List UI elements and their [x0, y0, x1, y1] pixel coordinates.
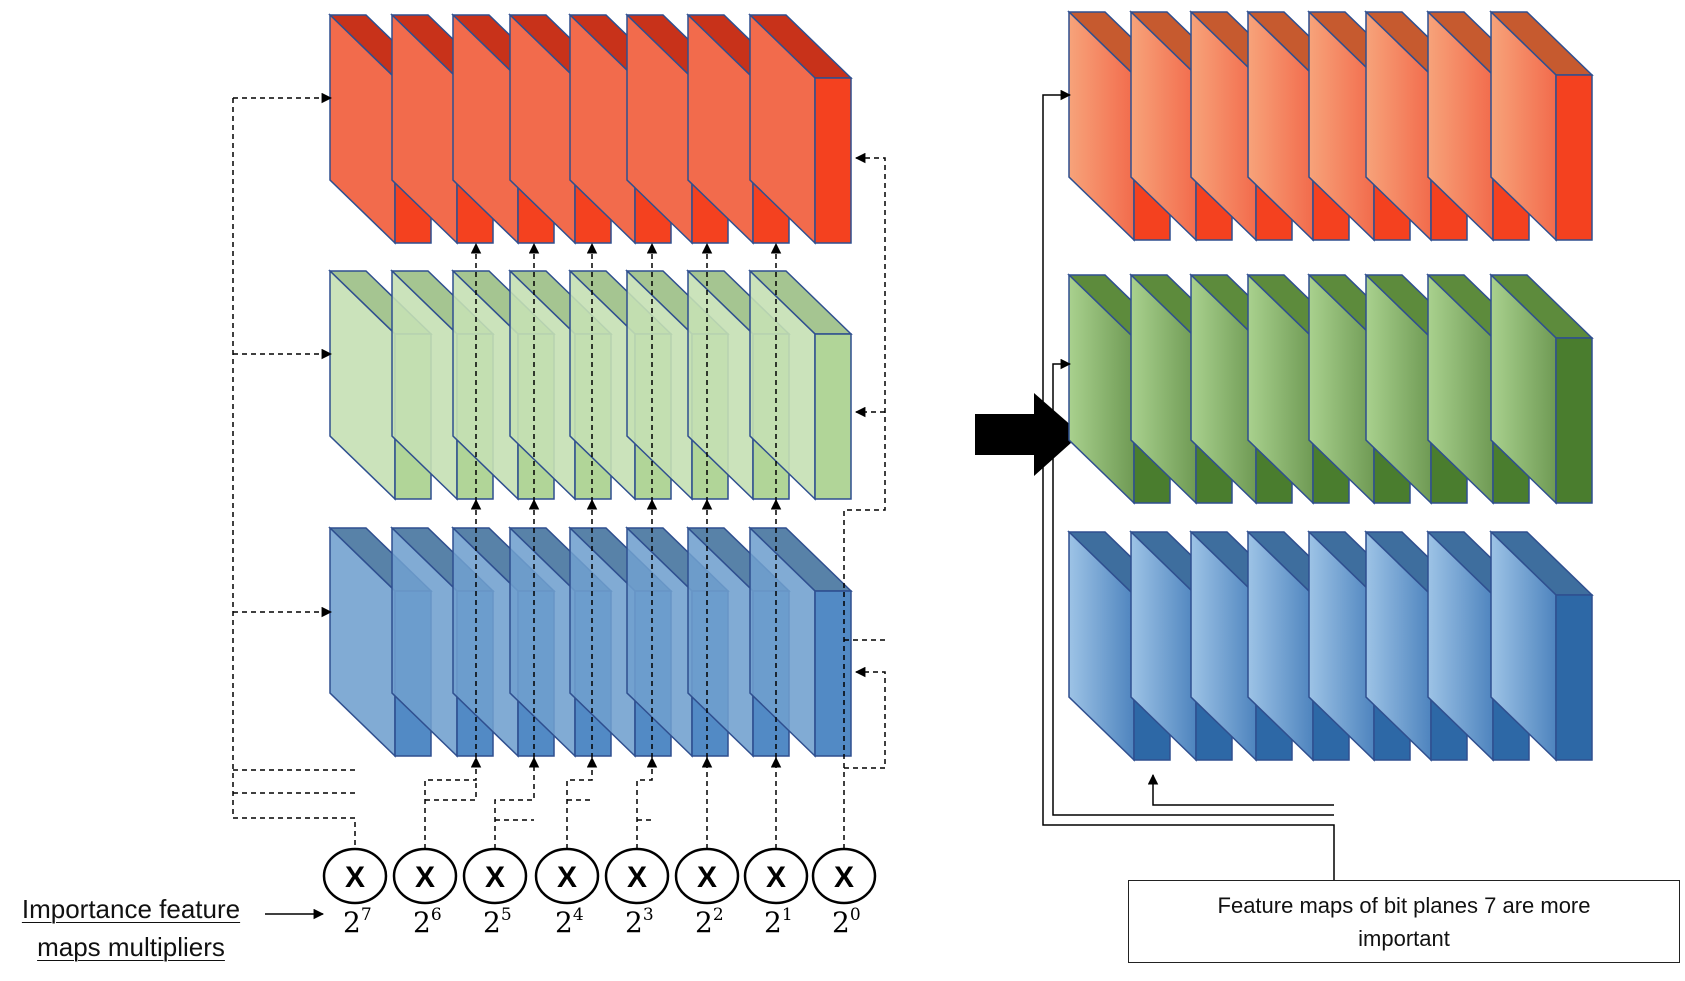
- multiplier-circle: [743, 847, 809, 905]
- multiplier-circle: [462, 847, 528, 905]
- slab-front: [814, 77, 852, 244]
- multiplier-3: X 23: [604, 847, 670, 939]
- stack-red-right: [1067, 10, 1594, 242]
- stack-green-left: [328, 269, 853, 501]
- multiply-symbol: X: [766, 861, 786, 894]
- multipliers-label-line1: Importance feature: [21, 894, 241, 924]
- power-base: 2: [555, 906, 573, 939]
- slab-front: [1555, 74, 1593, 241]
- multiply-symbol: X: [557, 861, 577, 894]
- power-exponent: 4: [573, 905, 584, 925]
- power-base: 2: [343, 906, 361, 939]
- slab-front: [814, 590, 852, 757]
- left-feature-map-stacks: [328, 13, 853, 758]
- stack-green-right: [1067, 273, 1594, 505]
- multiply-symbol: X: [627, 861, 647, 894]
- power-exponent: 3: [643, 905, 654, 925]
- power-base: 2: [625, 906, 643, 939]
- power-of-two-label: 25: [483, 905, 512, 939]
- power-of-two-label: 22: [695, 905, 724, 939]
- multiplier-2: X 22: [674, 847, 740, 939]
- multiplier-circle: [674, 847, 740, 905]
- right-connection-lines: [1042, 89, 1335, 880]
- dashed-path-bit4: [566, 756, 598, 849]
- left-connection-lines: [232, 92, 886, 849]
- multipliers-label: Importance feature maps multipliers: [0, 890, 262, 966]
- stack-blue-left: [328, 526, 853, 758]
- stack-red-left: [328, 13, 853, 245]
- power-of-two-label: 20: [832, 905, 861, 939]
- feature-map-red-0: [1489, 10, 1594, 242]
- solid-arrow-blue: [1147, 773, 1334, 806]
- importance-note-box: Feature maps of bit planes 7 are more im…: [1128, 880, 1680, 963]
- power-exponent: 6: [431, 905, 442, 925]
- power-of-two-label: 21: [764, 905, 793, 939]
- multiply-symbol: X: [415, 861, 435, 894]
- multiplier-circle: [604, 847, 670, 905]
- multiplier-circle: [392, 847, 458, 905]
- power-of-two-label: 26: [413, 905, 442, 939]
- feature-map-green-0: [748, 269, 853, 501]
- power-exponent: 1: [782, 905, 793, 925]
- multiplier-circle: [322, 847, 388, 905]
- power-exponent: 5: [501, 905, 512, 925]
- dashed-path-bit0-red: [843, 152, 886, 849]
- power-exponent: 7: [361, 905, 372, 925]
- slab-front: [1555, 594, 1593, 761]
- transform-arrow: [975, 393, 1081, 476]
- feature-map-blue-0: [748, 526, 853, 758]
- power-of-two-label: 27: [343, 905, 372, 939]
- dashed-path-bit7: [232, 98, 356, 849]
- multipliers-label-line2: maps multipliers: [37, 932, 225, 962]
- feature-map-red-0: [748, 13, 853, 245]
- power-base: 2: [764, 906, 782, 939]
- power-base: 2: [695, 906, 713, 939]
- solid-arrow-red: [1042, 89, 1335, 880]
- power-of-two-label: 24: [555, 905, 584, 939]
- importance-note-text: Feature maps of bit planes 7 are more im…: [1217, 892, 1591, 951]
- multiply-symbol: X: [697, 861, 717, 894]
- multiply-symbol: X: [485, 861, 505, 894]
- power-base: 2: [483, 906, 501, 939]
- multiplier-6: X 26: [392, 847, 458, 939]
- power-base: 2: [832, 906, 850, 939]
- dashed-path-bit6b: [425, 780, 477, 801]
- multiplier-circle: [811, 847, 877, 905]
- slab-front: [1555, 337, 1593, 504]
- multiplier-1: X 21: [743, 847, 809, 939]
- multiplier-7: X 27: [322, 847, 388, 939]
- power-exponent: 2: [713, 905, 724, 925]
- multiplier-0: X 20: [811, 847, 877, 939]
- slab-front: [814, 333, 852, 500]
- multiply-symbol: X: [345, 861, 365, 894]
- power-of-two-label: 23: [625, 905, 654, 939]
- multiplier-4: X 24: [534, 847, 600, 939]
- stack-blue-right: [1067, 530, 1594, 762]
- multiplier-circle: [534, 847, 600, 905]
- multiply-symbol: X: [834, 861, 854, 894]
- dashed-path-bit5: [494, 756, 540, 849]
- solid-arrow-green: [1052, 358, 1334, 816]
- multiplier-5: X 25: [462, 847, 528, 939]
- feature-map-green-0: [1489, 273, 1594, 505]
- dashed-arrow-bit0-blue: [844, 666, 886, 769]
- power-exponent: 0: [850, 905, 861, 925]
- dashed-path-bit3: [636, 756, 658, 849]
- power-base: 2: [413, 906, 431, 939]
- right-feature-map-stacks: [1067, 10, 1594, 762]
- dashed-path-bit6: [424, 756, 482, 849]
- feature-map-blue-0: [1489, 530, 1594, 762]
